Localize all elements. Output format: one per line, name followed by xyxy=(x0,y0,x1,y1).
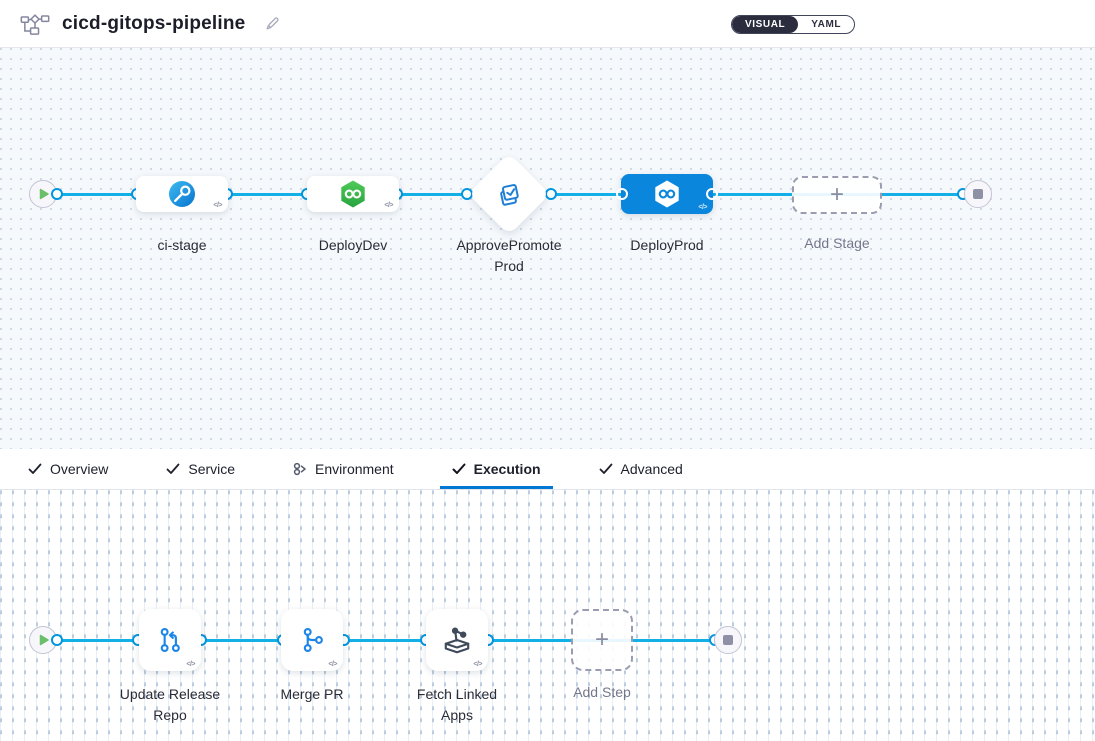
play-icon xyxy=(38,634,50,646)
tab-service[interactable]: Service xyxy=(154,449,247,489)
add-stage-button[interactable]: + xyxy=(792,176,882,214)
stage-label[interactable]: DeployDev xyxy=(318,237,388,253)
connector-dot[interactable] xyxy=(51,188,63,200)
visual-yaml-toggle: VISUAL YAML xyxy=(731,15,856,34)
play-icon xyxy=(38,188,50,200)
stage-label[interactable]: ci-stage xyxy=(157,237,207,253)
ci-build-icon xyxy=(168,180,196,208)
plus-icon: + xyxy=(594,626,609,653)
stop-icon xyxy=(723,635,733,645)
step-label[interactable]: Merge PR xyxy=(280,686,344,702)
cd-hexagon-infinity-icon xyxy=(652,179,682,209)
code-badge: </> xyxy=(328,661,337,668)
connector-dot[interactable] xyxy=(51,634,63,646)
step-label[interactable]: Fetch Linked Apps xyxy=(416,686,498,723)
plus-icon: + xyxy=(829,181,844,208)
tab-label: Overview xyxy=(50,461,109,477)
pencil-icon[interactable] xyxy=(263,15,281,33)
execution-start-node[interactable] xyxy=(29,626,57,654)
code-badge: </> xyxy=(213,202,222,209)
approval-check-icon xyxy=(496,181,523,208)
connector-dot[interactable] xyxy=(706,188,718,200)
stage-node-deployprod[interactable]: </> xyxy=(621,174,713,214)
tab-label: Execution xyxy=(473,461,541,477)
check-icon xyxy=(28,463,42,475)
pipeline-graph-icon xyxy=(20,12,50,36)
step-node-fetch-linked-apps[interactable]: </> xyxy=(426,609,488,671)
tab-label: Advanced xyxy=(620,461,683,477)
check-icon xyxy=(599,463,613,475)
step-label[interactable]: Update Release Repo xyxy=(119,686,221,723)
execution-canvas[interactable]: </> </> </> xyxy=(0,490,1095,741)
git-merge-icon xyxy=(297,625,327,655)
stage-label[interactable]: DeployProd xyxy=(630,237,704,253)
tab-execution[interactable]: Execution xyxy=(439,449,553,489)
cd-hexagon-infinity-icon xyxy=(338,179,368,209)
toggle-visual-button[interactable]: VISUAL xyxy=(732,16,799,33)
stop-icon xyxy=(973,189,983,199)
page-title: cicd-gitops-pipeline xyxy=(62,12,246,34)
add-step-label[interactable]: Add Step xyxy=(573,684,631,700)
pipeline-start-node[interactable] xyxy=(29,180,57,208)
stage-node-deploydev[interactable]: </> xyxy=(307,176,399,212)
tab-environment[interactable]: Environment xyxy=(281,449,406,489)
header: cicd-gitops-pipeline VISUAL YAML xyxy=(0,0,1095,48)
stage-node-ci-stage[interactable]: </> xyxy=(136,176,228,212)
check-icon xyxy=(452,463,466,475)
tab-overview[interactable]: Overview xyxy=(16,449,120,489)
add-stage-label[interactable]: Add Stage xyxy=(804,235,870,251)
code-badge: </> xyxy=(384,202,393,209)
tab-advanced[interactable]: Advanced xyxy=(587,449,695,489)
toggle-yaml-button[interactable]: YAML xyxy=(811,19,842,30)
execution-end-node[interactable] xyxy=(714,626,742,654)
stage-node-approvepromoteprod[interactable] xyxy=(467,152,551,236)
connector-dot[interactable] xyxy=(616,188,628,200)
environment-icon xyxy=(293,462,307,476)
code-badge: </> xyxy=(186,661,195,668)
pipeline-end-node[interactable] xyxy=(964,180,992,208)
add-step-button[interactable]: + xyxy=(571,609,633,671)
code-badge: </> xyxy=(473,661,482,668)
stage-label[interactable]: ApprovePromoteProd xyxy=(456,237,562,274)
execution-flow-line xyxy=(43,638,715,642)
gitops-fetch-apps-icon xyxy=(441,624,473,656)
stage-config-tabs: Overview Service Environment Execution A… xyxy=(0,449,1095,490)
git-update-repo-icon xyxy=(155,625,185,655)
tab-label: Environment xyxy=(315,461,394,477)
step-node-update-release-repo[interactable]: </> xyxy=(139,609,201,671)
tab-label: Service xyxy=(188,461,236,477)
connector-dot[interactable] xyxy=(545,188,557,200)
stage-canvas[interactable]: </> </> xyxy=(0,48,1095,449)
code-badge: </> xyxy=(698,204,707,211)
step-node-merge-pr[interactable]: </> xyxy=(281,609,343,671)
check-icon xyxy=(166,463,180,475)
